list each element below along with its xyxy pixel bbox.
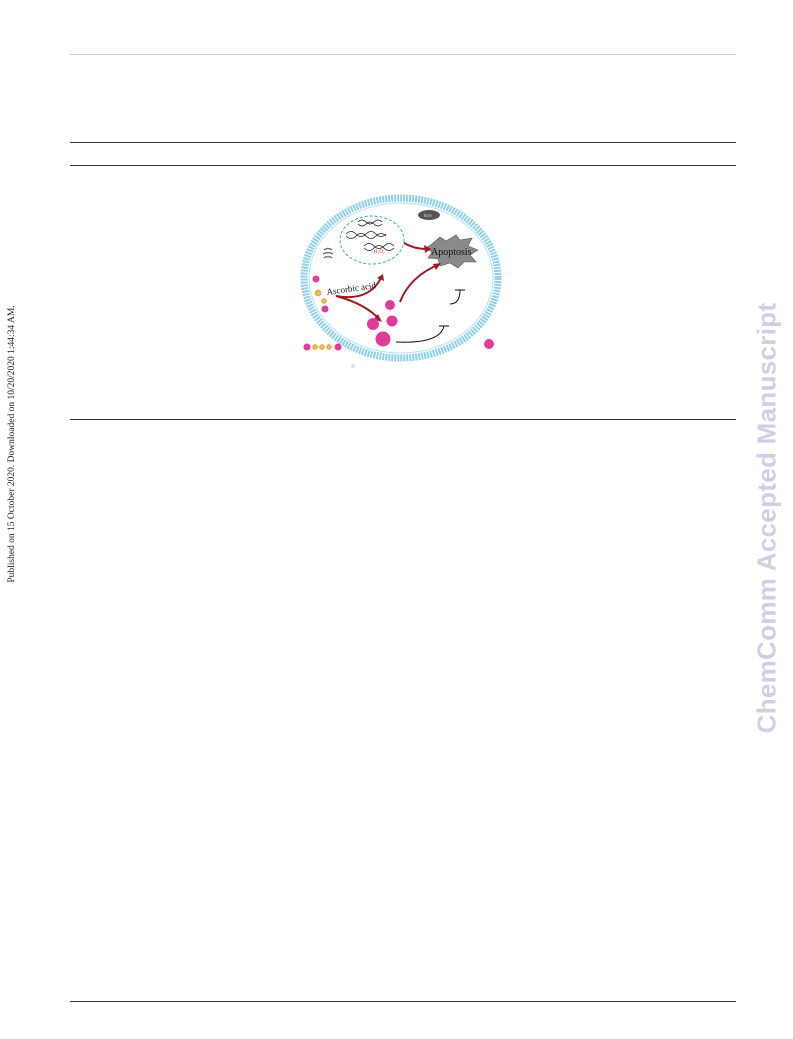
- h2o2-label: H₂O₂: [374, 250, 385, 255]
- footer-rule: [70, 1001, 736, 1002]
- apoptosis-burst: [425, 234, 479, 269]
- nanoparticle: [385, 300, 395, 310]
- accepted-manuscript-watermark: ChemComm Accepted Manuscript: [751, 302, 782, 734]
- nucleus: [339, 215, 405, 265]
- cell-membrane: [300, 194, 502, 362]
- inhibition-lines: [395, 289, 465, 343]
- ascorbic-acid-label: Ascorbic acid: [326, 280, 377, 297]
- nanoparticle: [334, 343, 342, 351]
- nanoparticle: [484, 339, 494, 349]
- arrow-heads: [374, 245, 441, 322]
- nanoparticle: [386, 315, 398, 327]
- dna-icon: [345, 219, 395, 251]
- nanoparticles: [303, 275, 494, 351]
- publication-note: Published on 15 October 2020. Downloaded…: [7, 305, 17, 583]
- nanoparticle: [375, 331, 391, 347]
- mitochondrion-icon: [418, 210, 440, 220]
- cell-diagram: H₂O₂ ROS Apoptosis: [300, 194, 502, 368]
- nanoparticle: [367, 318, 379, 330]
- cell-membrane-inner: [308, 202, 494, 354]
- table-header-rule: [70, 165, 736, 166]
- golgi-icon: [322, 247, 334, 259]
- nanoparticle: [321, 305, 329, 313]
- nanoparticle-carrier-icons: [312, 289, 332, 350]
- header-rule: [70, 54, 736, 55]
- table-bottom-rule: [70, 419, 736, 420]
- table-top-rule: [70, 142, 736, 143]
- vesicle-icon: [351, 364, 355, 368]
- graphical-figure: H₂O₂ ROS Apoptosis: [300, 192, 510, 372]
- apoptosis-label: Apoptosis: [431, 247, 472, 258]
- nanoparticle: [312, 275, 320, 283]
- mitochondrion-label: ROS: [424, 213, 432, 218]
- nanoparticle: [303, 343, 311, 351]
